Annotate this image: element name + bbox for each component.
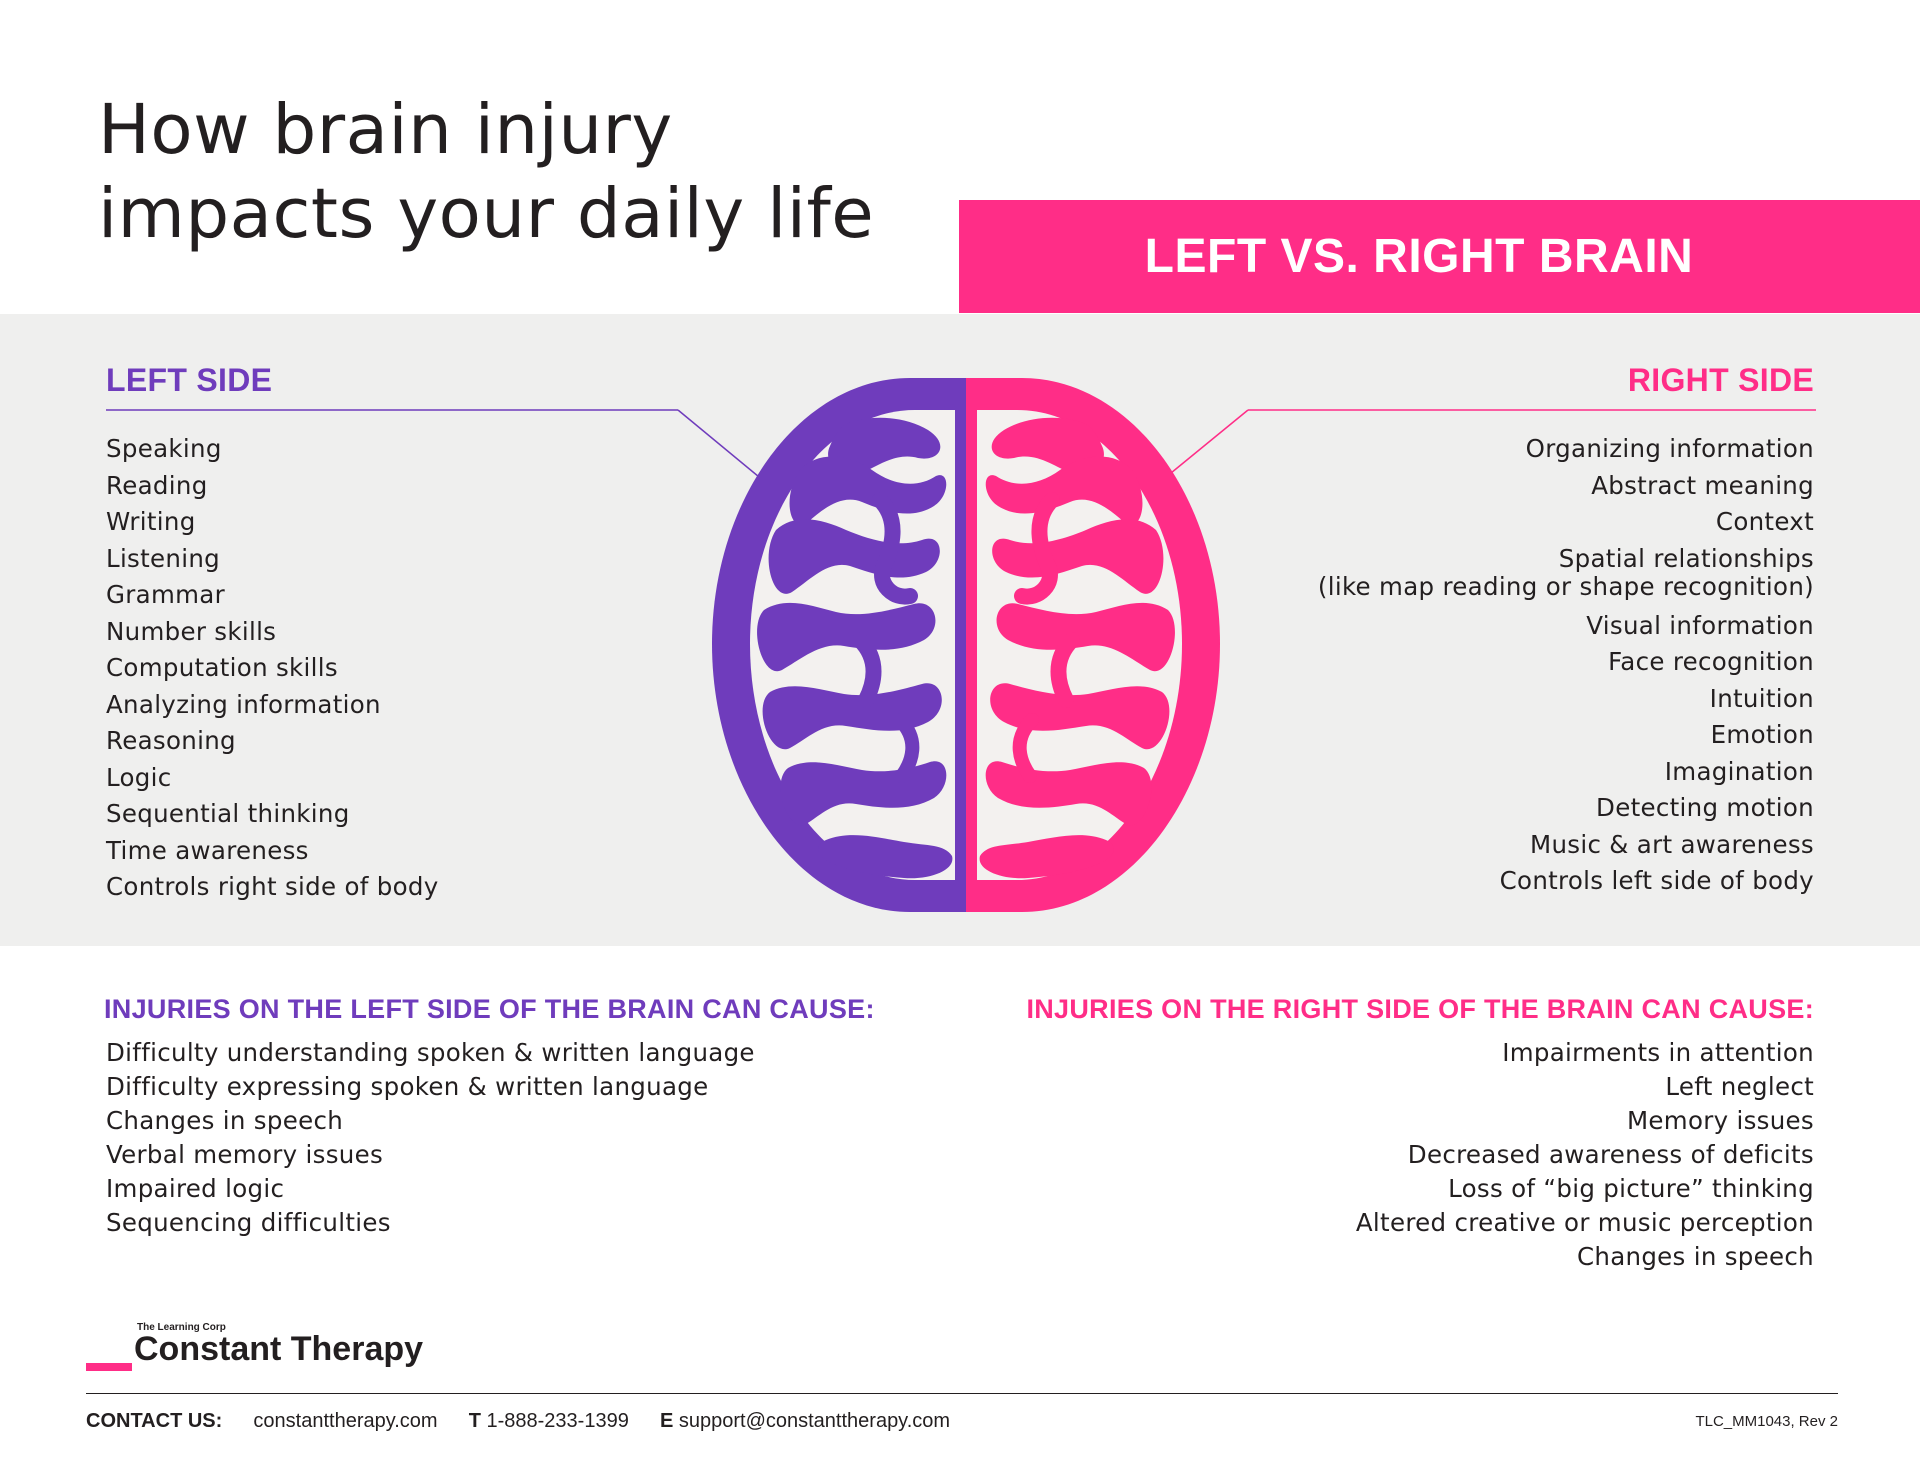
list-item-note: (like map reading or shape recognition) <box>1317 571 1814 601</box>
list-item: Music & art awareness <box>1530 829 1814 859</box>
brain-left-hemisphere <box>712 378 966 912</box>
list-item: Impairments in attention <box>1502 1038 1814 1067</box>
email-link[interactable]: support@constanttherapy.com <box>678 1410 951 1432</box>
banner-text: LEFT VS. RIGHT BRAIN <box>1144 230 1694 283</box>
right-connector-line <box>1159 409 1249 483</box>
list-item: Writing <box>106 507 196 536</box>
list-item: Controls left side of body <box>1499 866 1814 895</box>
footer-contact: CONTACT US: constanttherapy.com T 1-888-… <box>86 1410 950 1433</box>
list-item: Abstract meaning <box>1591 470 1814 500</box>
right-side-list: Organizing information Abstract meaning … <box>1318 431 1814 900</box>
right-injuries-heading: INJURIES ON THE RIGHT SIDE OF THE BRAIN … <box>1026 994 1814 1024</box>
list-item: Emotion <box>1710 720 1814 749</box>
list-item: Loss of “big picture” thinking <box>1448 1174 1814 1203</box>
revision-code: TLC_MM1043, Rev 2 <box>1695 1413 1838 1430</box>
logo-bar-icon <box>86 1363 132 1371</box>
phone-number[interactable]: 1-888-233-1399 <box>486 1410 629 1432</box>
list-item: Number skills <box>106 616 277 646</box>
contact-label: CONTACT US: <box>86 1410 223 1432</box>
title-line-2: impacts your daily life <box>98 174 875 254</box>
banner: LEFT VS. RIGHT BRAIN <box>959 200 1920 313</box>
list-item: Logic <box>106 762 172 792</box>
list-item: Verbal memory issues <box>106 1140 384 1169</box>
list-item: Changes in speech <box>106 1106 344 1135</box>
list-item: Altered creative or music perception <box>1355 1208 1814 1237</box>
brain-right-hemisphere <box>966 378 1220 912</box>
list-item: Reading <box>106 470 208 500</box>
left-injuries-heading: INJURIES ON THE LEFT SIDE OF THE BRAIN C… <box>104 994 875 1024</box>
right-injuries-list: Impairments in attention Left neglect Me… <box>1356 1036 1814 1274</box>
left-connector-line <box>677 409 771 487</box>
list-item: Computation skills <box>106 653 338 682</box>
list-item: Intuition <box>1709 683 1814 713</box>
page-title: How brain injury impacts your daily life <box>98 88 958 256</box>
footer-divider <box>86 1393 1838 1394</box>
list-item-multiline: Spatial relationships (like map reading … <box>1318 541 1814 608</box>
list-item: Detecting motion <box>1596 793 1814 822</box>
logo-tagline: The Learning Corp <box>137 1322 226 1333</box>
list-item: Analyzing information <box>106 689 381 719</box>
left-injuries-list: Difficulty understanding spoken & writte… <box>106 1036 755 1240</box>
list-item: Decreased awareness of deficits <box>1407 1140 1814 1169</box>
list-item: Context <box>1715 507 1814 536</box>
list-item: Difficulty understanding spoken & writte… <box>106 1038 755 1067</box>
email-label: E <box>659 1410 674 1432</box>
right-side-heading: RIGHT SIDE <box>1627 362 1814 398</box>
left-side-list: Speaking Reading Writing Listening Gramm… <box>106 431 439 906</box>
list-item: Face recognition <box>1608 647 1814 676</box>
title-line-1: How brain injury <box>98 90 673 170</box>
list-item: Visual information <box>1586 610 1814 640</box>
list-item: Organizing information <box>1525 434 1814 463</box>
list-item: Reasoning <box>106 726 236 755</box>
list-item-line: Spatial relationships <box>1558 543 1814 573</box>
list-item: Listening <box>106 543 221 573</box>
list-item: Left neglect <box>1665 1072 1814 1101</box>
list-item: Difficulty expressing spoken & written l… <box>106 1072 709 1101</box>
list-item: Speaking <box>106 434 222 463</box>
list-item: Sequencing difficulties <box>106 1208 391 1237</box>
list-item: Grammar <box>106 580 225 609</box>
list-item: Time awareness <box>106 835 309 865</box>
website-link[interactable]: constanttherapy.com <box>253 1410 438 1432</box>
list-item: Sequential thinking <box>106 799 350 828</box>
list-item: Changes in speech <box>1576 1242 1814 1271</box>
list-item: Memory issues <box>1626 1106 1814 1135</box>
logo-name: Constant Therapy <box>134 1330 424 1368</box>
list-item: Imagination <box>1664 756 1814 786</box>
list-item: Impaired logic <box>106 1174 285 1203</box>
list-item: Controls right side of body <box>106 872 439 901</box>
phone-label: T <box>468 1410 481 1432</box>
left-side-heading: LEFT SIDE <box>106 362 273 398</box>
